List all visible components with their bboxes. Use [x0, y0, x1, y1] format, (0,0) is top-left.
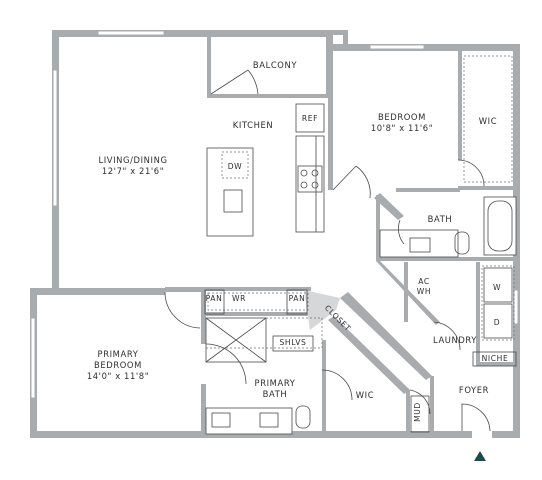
label-primary-bedroom-dims: 14'0" x 11'8": [87, 371, 149, 381]
label-pan-left: PAN: [206, 294, 223, 303]
label-foyer: FOYER: [459, 385, 489, 395]
room-labels: BALCONY KITCHEN REF DW LIVING/DINING 12'…: [87, 60, 509, 422]
label-living-dining: LIVING/DINING: [98, 155, 167, 165]
label-primary-wic: WIC: [356, 390, 374, 400]
label-kitchen: KITCHEN: [233, 120, 274, 130]
doors: [164, 69, 491, 432]
label-primary-bedroom-2: BEDROOM: [94, 360, 142, 370]
label-primary-bath-2: BATH: [263, 389, 288, 399]
label-living-dims: 12'7" x 21'6": [102, 166, 164, 176]
entry-marker: [474, 451, 486, 461]
label-bedroom-wic: WIC: [479, 116, 497, 126]
windows: [30, 30, 519, 399]
label-ac: AC: [418, 277, 430, 286]
label-pan-right: PAN: [289, 294, 306, 303]
kitchen-fixtures: [206, 103, 325, 237]
label-wh: WH: [417, 287, 431, 296]
label-bath: BATH: [428, 214, 453, 224]
label-wr: WR: [232, 294, 246, 303]
label-shlvs: SHLVS: [280, 338, 307, 347]
label-bedroom-dims: 10'8" x 11'6": [371, 123, 433, 133]
label-balcony: BALCONY: [253, 60, 297, 70]
label-washer: W: [493, 283, 501, 292]
label-bedroom: BEDROOM: [378, 112, 426, 122]
primary-bath-fixtures: [205, 292, 323, 435]
label-primary-bedroom-1: PRIMARY: [98, 349, 139, 359]
label-primary-bath-1: PRIMARY: [255, 378, 296, 388]
label-dryer: D: [494, 318, 500, 327]
diagonal-walls: [304, 193, 440, 394]
label-ref: REF: [302, 114, 318, 123]
tag-outlines: [204, 289, 517, 433]
label-laundry: LAUNDRY: [433, 335, 477, 345]
interior-walls: [165, 36, 516, 436]
label-niche: NICHE: [482, 354, 509, 363]
label-dw: DW: [228, 162, 243, 171]
label-mud: MUD: [413, 402, 422, 422]
bedroom-fixtures: [379, 55, 517, 341]
